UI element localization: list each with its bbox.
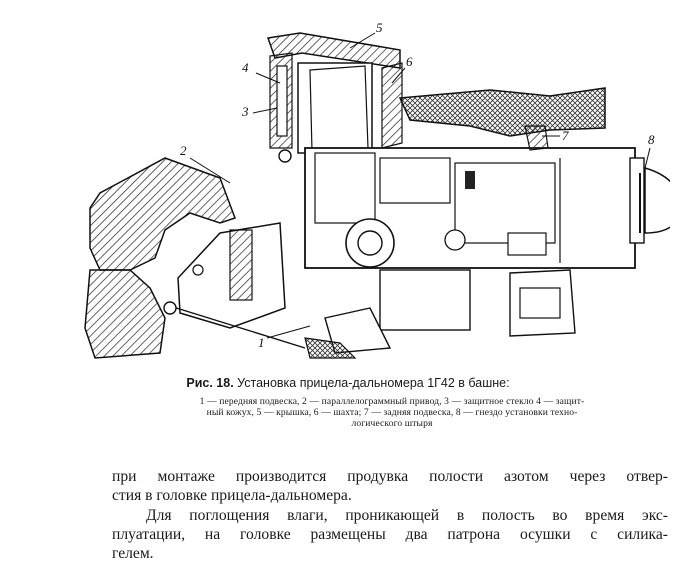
- drawing-rect: [519, 287, 561, 319]
- drawing-circle: [163, 301, 177, 315]
- text-line: плуатации, на головке размещены два патр…: [112, 526, 668, 543]
- text-line: Для поглощения влаги, проникающей в поло…: [146, 507, 668, 524]
- figure-legend: 1 — передняя подвеска, 2 — параллелограм…: [118, 396, 666, 429]
- drawing-line: [189, 157, 231, 184]
- callout-6: 6: [406, 54, 413, 69]
- drawing-line: [252, 107, 278, 114]
- callout-7: 7: [562, 128, 569, 143]
- shaft-6: [381, 62, 403, 149]
- drawing-rect: [507, 232, 547, 256]
- text-line: стия в головке прицела-дальномера.: [112, 487, 352, 504]
- callout-1: 1: [258, 335, 265, 350]
- turret-armor-lower: [84, 269, 166, 359]
- legend-line: ный кожух, 5 — крышка, 6 — шахта; 7 — за…: [206, 407, 578, 418]
- drawing-rect: [465, 171, 475, 189]
- technical-drawing: 1 2 3 4 5 6 7 8: [70, 8, 670, 370]
- drawing-rect: [314, 152, 376, 224]
- figure-title: Установка прицела-дальномера 1Г42 в башн…: [237, 376, 510, 390]
- drawing-circle: [278, 149, 292, 163]
- callout-2: 2: [180, 143, 187, 158]
- drawing-rect: [379, 157, 451, 204]
- callout-8: 8: [648, 132, 655, 147]
- body-text: при монтаже производится продувка полост…: [112, 467, 668, 563]
- text-line: при монтаже производится продувка полост…: [112, 468, 668, 485]
- protective-glass-3: [276, 65, 288, 137]
- text-line: гелем.: [112, 545, 154, 562]
- drawing-line: [266, 325, 311, 339]
- drawing-rect: [629, 157, 645, 244]
- drawing-rect: [379, 269, 471, 331]
- drawing-rect: [229, 229, 253, 301]
- drawing-circle: [444, 229, 466, 251]
- socket-8: [644, 167, 670, 234]
- drawing-line: [255, 72, 281, 84]
- figure-label: Рис. 18.: [186, 376, 234, 390]
- drawing-circle: [357, 230, 383, 256]
- rear-mount-7: [524, 125, 549, 151]
- drawing-path: [304, 337, 357, 359]
- turret-roof-right: [398, 87, 606, 137]
- figure-caption-title: Рис. 18. Установка прицела-дальномера 1Г…: [0, 376, 696, 390]
- rangefinder-sight-drawing: 1 2 3 4 5 6 7 8: [84, 20, 670, 359]
- drawing-line: [644, 147, 651, 169]
- paragraph: при монтаже производится продувка полост…: [112, 467, 668, 505]
- legend-line: 1 — передняя подвеска, 2 — параллелограм…: [199, 396, 585, 407]
- drawing-circle: [192, 264, 204, 276]
- legend-line: логического штыря: [351, 418, 433, 429]
- paragraph: Для поглощения влаги, проникающей в поло…: [112, 506, 668, 563]
- drawing-line: [391, 67, 406, 84]
- callout-5: 5: [376, 20, 383, 35]
- callout-3: 3: [241, 104, 249, 119]
- drawing-line: [349, 32, 376, 49]
- callout-4: 4: [242, 60, 249, 75]
- drawing-line: [169, 305, 306, 349]
- drawing-rect: [297, 62, 373, 154]
